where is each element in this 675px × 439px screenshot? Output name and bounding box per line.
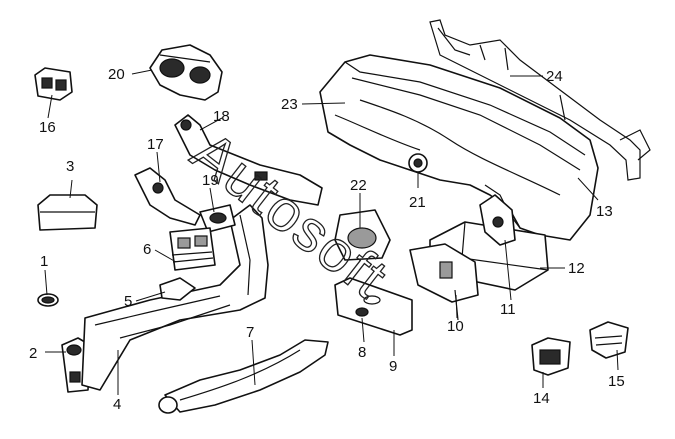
callout-5: 5	[124, 293, 132, 310]
callout-3: 3	[66, 158, 74, 175]
callout-7: 7	[246, 324, 254, 341]
callout-19: 19	[202, 172, 219, 189]
callout-4: 4	[113, 396, 121, 413]
callout-23: 23	[281, 96, 298, 113]
part-9-trim	[334, 277, 413, 336]
part-1-grommet	[37, 293, 59, 307]
part-11-lid	[479, 194, 516, 246]
callout-labels: 16 3 1 2 4 5 6 7 8 9 10 11 12 13 14 15 1…	[29, 66, 625, 413]
callout-10: 10	[447, 318, 464, 335]
leader-lines	[44, 69, 619, 395]
part-23-dashboard	[319, 54, 599, 241]
callout-20: 20	[108, 66, 125, 83]
part-22-vent-unit	[334, 209, 391, 261]
part-6-switch-panel	[169, 227, 216, 271]
callout-15: 15	[608, 373, 625, 390]
callout-21: 21	[409, 194, 426, 211]
callout-13: 13	[596, 203, 613, 220]
callout-17: 17	[147, 136, 164, 153]
callout-8: 8	[358, 344, 366, 361]
callout-12: 12	[568, 260, 585, 277]
part-20-cluster	[149, 44, 223, 101]
callout-24: 24	[546, 68, 563, 85]
part-3-cap	[37, 194, 98, 231]
callout-6: 6	[143, 241, 151, 258]
callout-9: 9	[389, 358, 397, 375]
part-18-bracket	[174, 114, 323, 206]
part-4-console	[81, 204, 269, 391]
callout-1: 1	[40, 253, 48, 270]
part-10-latch	[409, 243, 479, 321]
part-24-bracket	[429, 19, 651, 181]
part-21-vent	[408, 153, 428, 173]
part-14-switch	[531, 337, 571, 376]
callout-2: 2	[29, 345, 37, 362]
callout-22: 22	[350, 177, 367, 194]
callout-18: 18	[213, 108, 230, 125]
part-16-switch	[34, 67, 73, 101]
callout-11: 11	[500, 301, 516, 318]
part-7-duct	[158, 339, 329, 414]
part-15-switch	[589, 321, 629, 359]
callout-14: 14	[533, 390, 550, 407]
part-17-bracket	[134, 167, 201, 226]
callout-16: 16	[39, 119, 56, 136]
